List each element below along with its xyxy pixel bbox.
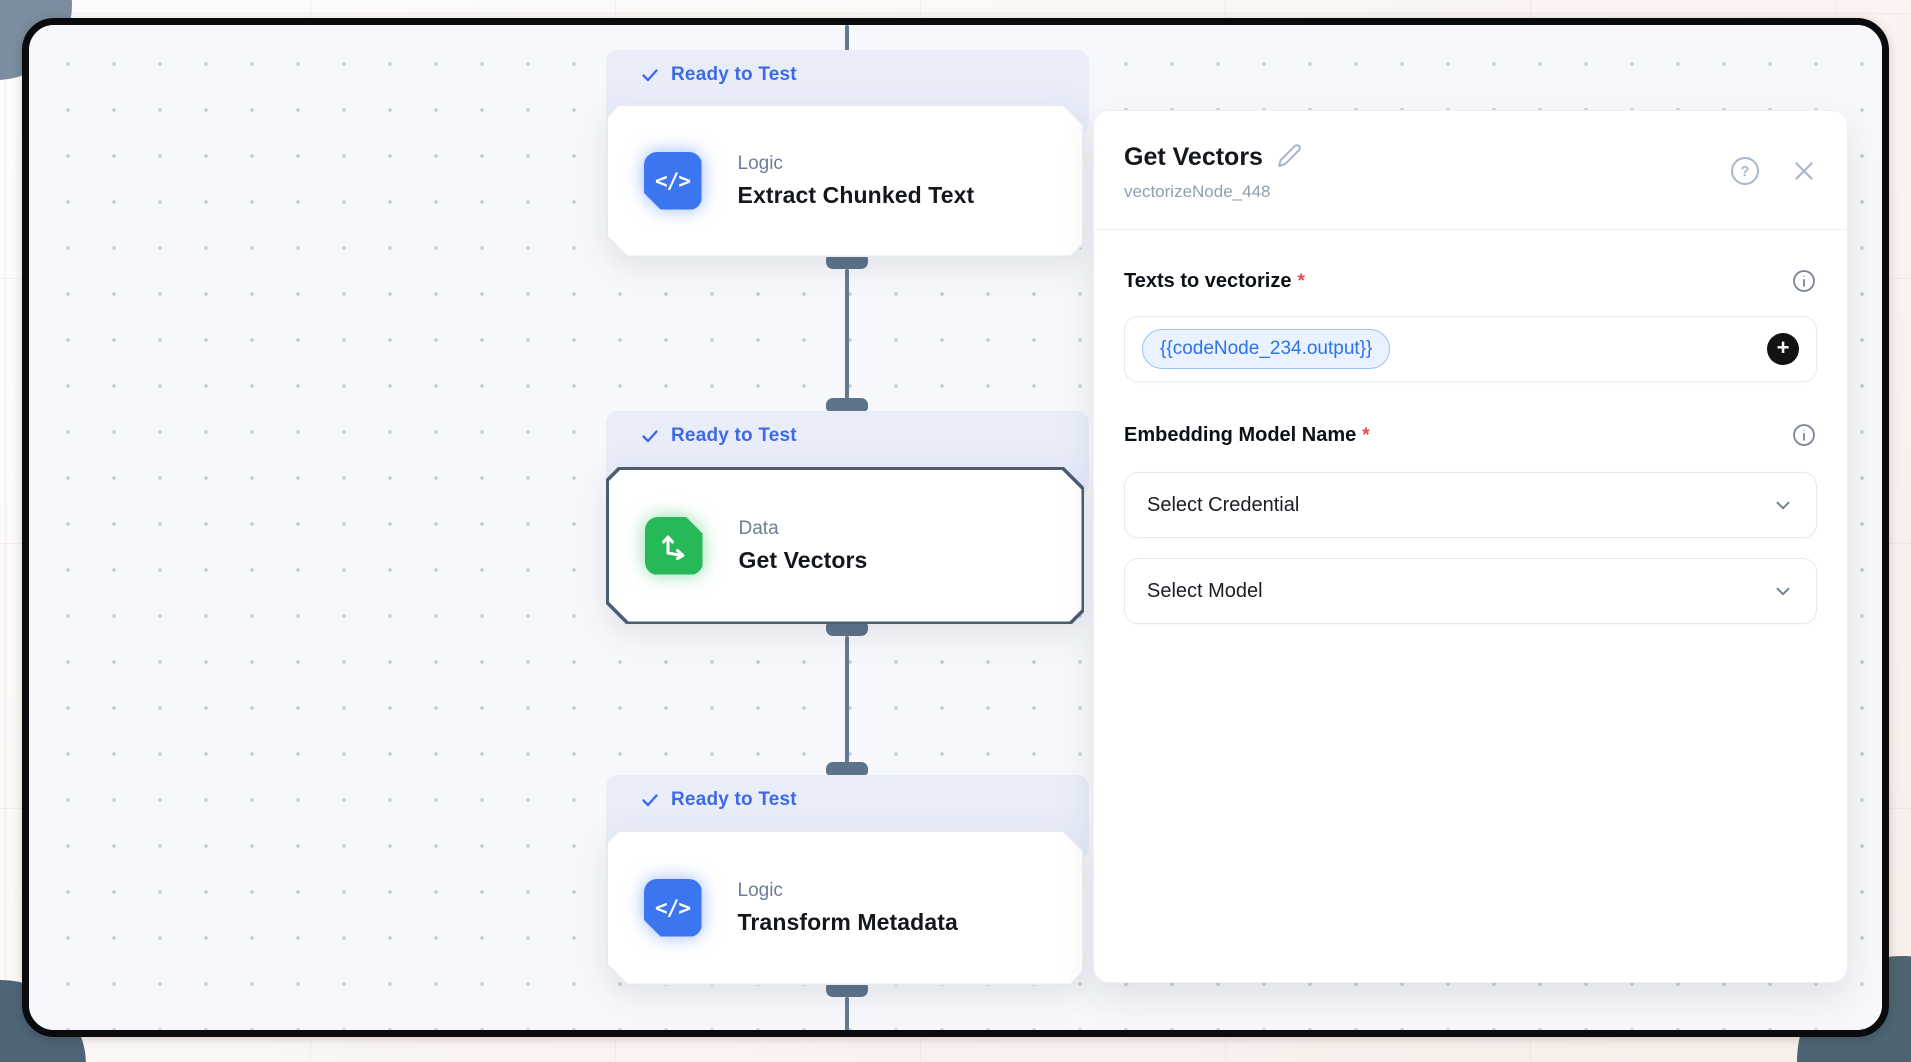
axes-icon — [645, 517, 703, 575]
required-asterisk: * — [1362, 424, 1370, 446]
plus-icon: + — [1776, 335, 1790, 360]
connector-handle-in[interactable] — [826, 398, 868, 411]
add-variable-button[interactable]: + — [1767, 333, 1799, 365]
canvas-frame: Ready to Test </> Logic Extract Chunked … — [22, 18, 1889, 1037]
node-title: Transform Metadata — [737, 908, 958, 935]
info-icon[interactable] — [1791, 268, 1817, 294]
credential-select[interactable]: Select Credential — [1124, 472, 1817, 538]
node-title: Get Vectors — [738, 546, 868, 573]
close-icon — [1795, 162, 1813, 180]
panel-title: Get Vectors — [1124, 143, 1263, 171]
status-badge-label: Ready to Test — [671, 789, 797, 810]
node-category-label: Logic — [737, 152, 783, 174]
connector-line — [845, 269, 849, 400]
node-title: Extract Chunked Text — [737, 181, 975, 208]
connector-line — [845, 997, 849, 1030]
chevron-down-icon — [1776, 587, 1790, 596]
node-category-label: Data — [738, 517, 779, 539]
workflow-canvas[interactable]: Ready to Test </> Logic Extract Chunked … — [29, 25, 1882, 1030]
node-id: vectorizeNode_448 — [1124, 182, 1271, 201]
connector-line — [845, 25, 849, 65]
connector-handle-in[interactable] — [826, 762, 868, 775]
help-button[interactable]: ? — [1731, 157, 1759, 185]
connector-line — [845, 636, 849, 764]
info-icon[interactable] — [1791, 422, 1817, 448]
credential-select-value: Select Credential — [1147, 493, 1300, 516]
pencil-icon — [1278, 144, 1301, 167]
field-label-texts-to-vectorize: Texts to vectorize — [1124, 269, 1292, 292]
check-icon — [642, 69, 658, 82]
check-icon — [642, 430, 658, 443]
node-card-transform-metadata[interactable]: </> Logic Transform Metadata — [606, 830, 1084, 985]
code-icon-glyph: </> — [655, 895, 690, 920]
connector-handle-out[interactable] — [826, 984, 868, 997]
model-select-value: Select Model — [1147, 579, 1263, 602]
node-config-panel: Get Vectors vectorizeNode_448 ? — [1093, 110, 1848, 983]
texts-to-vectorize-input[interactable]: {{codeNode_234.output}} + — [1124, 316, 1817, 382]
status-badge-label: Ready to Test — [671, 64, 797, 85]
field-label-embedding-model-name: Embedding Model Name — [1124, 423, 1357, 446]
edit-title-button[interactable] — [1277, 143, 1302, 168]
check-icon — [642, 794, 658, 807]
model-select[interactable]: Select Model — [1124, 558, 1817, 624]
connector-handle-out[interactable] — [826, 256, 868, 269]
variable-chip[interactable]: {{codeNode_234.output}} — [1142, 329, 1391, 369]
required-asterisk: * — [1297, 270, 1305, 292]
node-card-extract-chunked-text[interactable]: </> Logic Extract Chunked Text — [606, 104, 1084, 257]
code-icon: </> — [644, 152, 702, 210]
chevron-down-icon — [1776, 501, 1790, 510]
node-category-label: Logic — [737, 879, 783, 901]
status-badge-label: Ready to Test — [671, 425, 797, 446]
node-card-get-vectors[interactable]: Data Get Vectors — [606, 467, 1084, 624]
connector-handle-out[interactable] — [826, 623, 868, 636]
code-icon: </> — [644, 879, 702, 937]
help-glyph: ? — [1740, 162, 1750, 180]
close-button[interactable] — [1791, 158, 1817, 184]
divider — [1094, 229, 1847, 230]
code-icon-glyph: </> — [655, 168, 690, 193]
